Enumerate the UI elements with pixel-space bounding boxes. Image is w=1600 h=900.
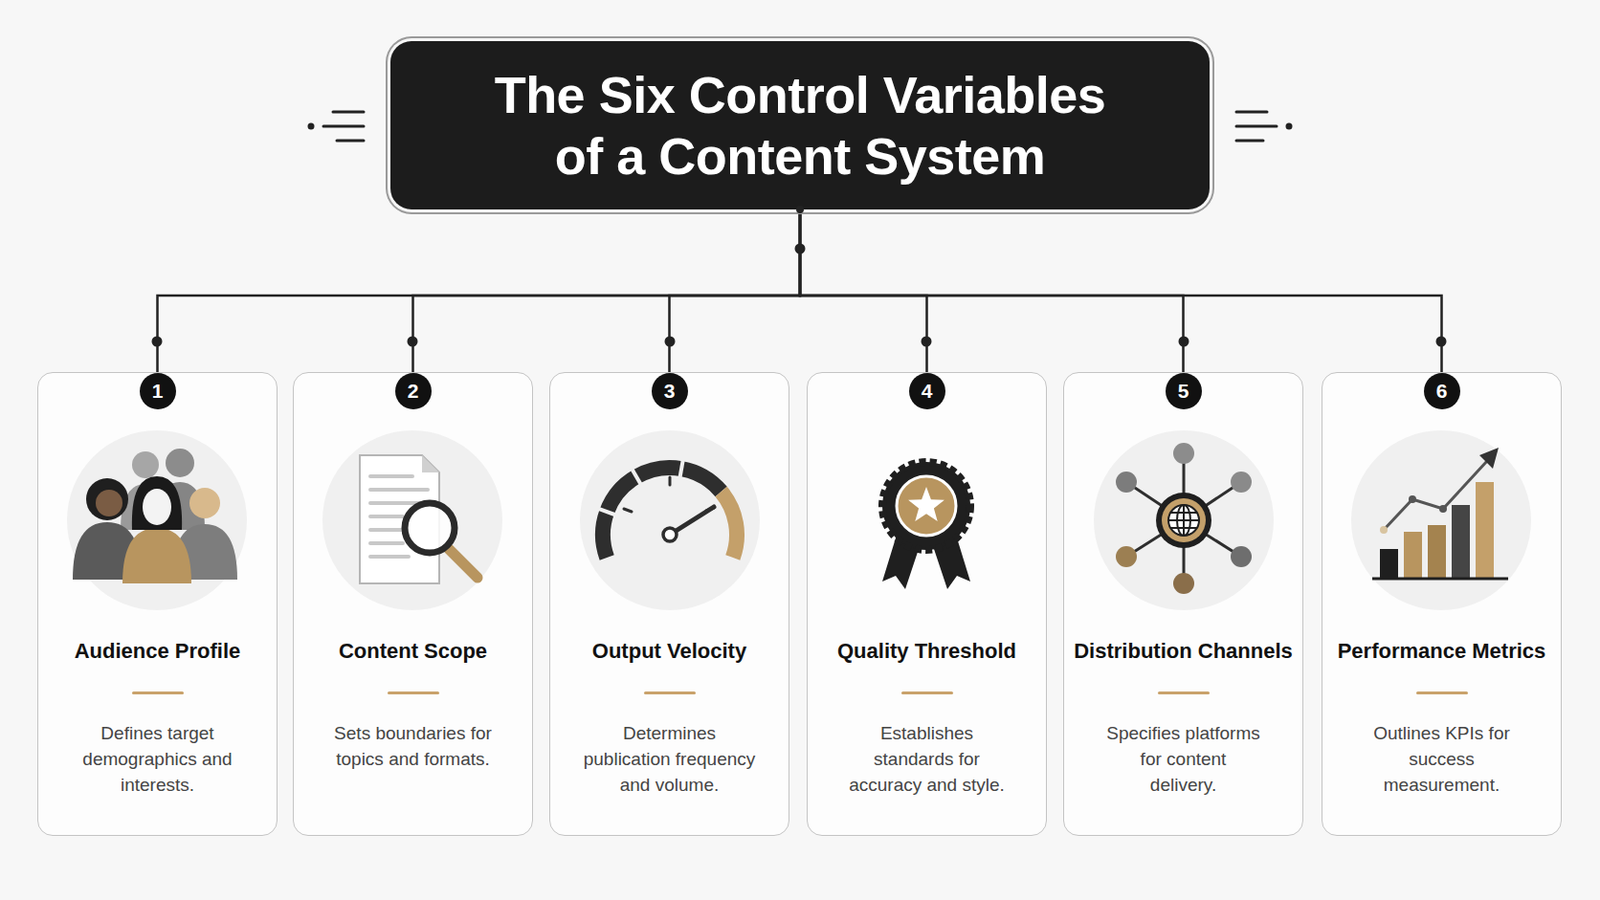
mark-line <box>323 125 364 129</box>
tree-connector <box>669 209 801 373</box>
card-description: Outlines KPIs for success measurement. <box>1357 720 1526 799</box>
variable-card: 1Audience ProfileDefines target demograp… <box>37 372 278 837</box>
card-heading: Performance Metrics <box>1322 638 1561 666</box>
tree-connector <box>800 209 928 373</box>
junction-dot <box>795 244 806 255</box>
accent-rule <box>387 691 440 695</box>
callout-number: 4 <box>909 373 946 410</box>
junction-dot <box>921 336 933 348</box>
tree-connector <box>800 209 1184 373</box>
variable-card: 5Distribution ChannelsSpecifies platform… <box>1063 372 1304 837</box>
mark-dot <box>1286 123 1293 131</box>
accent-rule <box>644 691 696 695</box>
card-description: Specifies platforms for content delivery… <box>1105 720 1262 799</box>
side-mark-left <box>308 111 365 141</box>
title-box: The Six Control Variables of a Content S… <box>390 41 1210 210</box>
card-heading: Audience Profile <box>38 638 277 666</box>
mark-line <box>1236 111 1267 114</box>
accent-rule <box>132 691 184 695</box>
callout-number: 6 <box>1423 373 1461 410</box>
mark-line <box>333 111 364 114</box>
junction-dot <box>665 336 676 348</box>
callout-number: 1 <box>139 373 177 410</box>
variable-card: 2Content ScopeSets boundaries for topics… <box>292 372 534 837</box>
card-description: Establishes standards for accuracy and s… <box>843 720 1011 799</box>
junction-dot <box>1178 336 1190 348</box>
title-text: The Six Control Variables of a Content S… <box>469 64 1131 187</box>
variable-card: 3Output VelocityDetermines publication f… <box>549 372 790 837</box>
tree-connector <box>157 209 801 373</box>
accent-rule <box>1157 691 1210 695</box>
mark-line <box>1236 125 1277 129</box>
junction-dot <box>152 336 163 348</box>
accent-rule <box>1416 691 1468 695</box>
card-heading: Output Velocity <box>550 638 789 666</box>
junction-dot <box>1436 336 1447 348</box>
card-description: Sets boundaries for topics and formats. <box>333 720 492 773</box>
tree-connector <box>413 209 801 373</box>
variable-card: 6Performance MetricsOutlines KPIs for su… <box>1321 372 1562 837</box>
junction-dots <box>152 205 1447 348</box>
callout-number: 2 <box>395 373 432 410</box>
mark-line <box>1236 139 1264 143</box>
card-heading: Quality Threshold <box>807 638 1046 666</box>
side-mark-right <box>1236 111 1293 141</box>
card-description: Defines target demographics and interest… <box>73 720 242 799</box>
callout-number: 3 <box>651 373 689 410</box>
callout-number: 5 <box>1165 373 1202 410</box>
junction-dot <box>407 336 419 348</box>
card-description: Determines publication frequency and vol… <box>580 720 759 799</box>
tree-connector <box>800 209 1443 373</box>
variable-card: 4Quality ThresholdEstablishes standards … <box>806 372 1047 837</box>
accent-rule <box>901 691 954 695</box>
card-heading: Content Scope <box>293 638 533 666</box>
mark-dot <box>308 123 315 131</box>
card-heading: Distribution Channels <box>1064 638 1303 666</box>
mark-line <box>336 139 364 143</box>
